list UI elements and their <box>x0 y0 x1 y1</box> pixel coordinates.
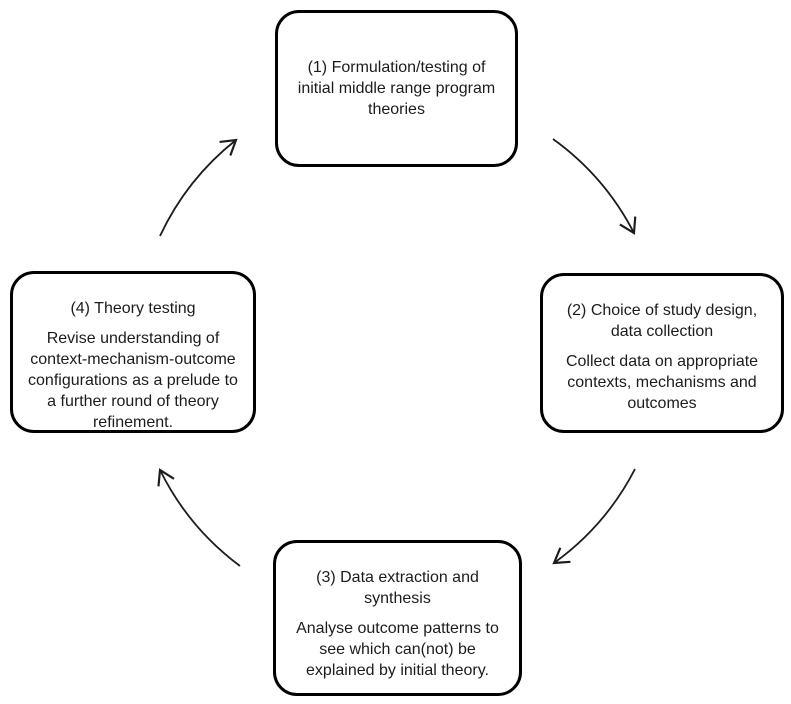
step-body: Revise understanding of context-mechanis… <box>28 330 238 431</box>
step-title: (3) Data extraction and synthesis <box>316 569 479 607</box>
step-body: Analyse outcome patterns to see which ca… <box>296 620 499 679</box>
arrow-step3-to-step4 <box>157 468 241 567</box>
step-title: (2) Choice of study design, data collect… <box>566 302 758 340</box>
step-title: (1) Formulation/testing of initial middl… <box>297 59 496 118</box>
step-box-formulation: (1) Formulation/testing of initial middl… <box>275 10 518 167</box>
step-box-theory-testing: (4) Theory testing Revise understanding … <box>10 271 256 433</box>
step-title: (4) Theory testing <box>70 300 196 317</box>
arrow-step2-to-step3 <box>552 468 636 565</box>
step-body: Collect data on appropriate contexts, me… <box>565 353 759 412</box>
step-box-study-design: (2) Choice of study design, data collect… <box>540 273 784 433</box>
arrow-step4-to-step1 <box>159 138 238 237</box>
arrow-step1-to-step2 <box>552 138 637 235</box>
step-box-data-extraction: (3) Data extraction and synthesis Analys… <box>273 540 522 696</box>
